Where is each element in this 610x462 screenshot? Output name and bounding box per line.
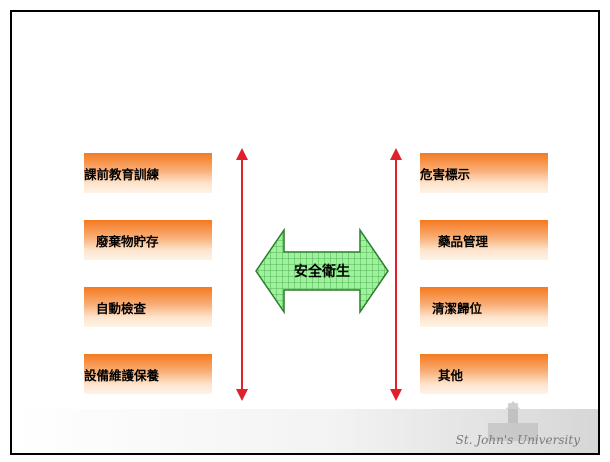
right-item-label: 清潔歸位 bbox=[432, 300, 483, 316]
left-item-box: 課前教育訓練 bbox=[84, 153, 212, 193]
left-item-box: 自動檢查 bbox=[84, 287, 212, 327]
right-item-label: 其他 bbox=[438, 367, 464, 383]
diagram-canvas: 安全衛生 bbox=[236, 148, 402, 401]
right-item-box: 清潔歸位 bbox=[420, 287, 548, 327]
center-label: 安全衛生 bbox=[294, 263, 350, 280]
center-double-arrow bbox=[255, 227, 389, 315]
left-item-label: 課前教育訓練 bbox=[84, 166, 160, 182]
footer-strip bbox=[12, 409, 598, 453]
right-item-label: 危害標示 bbox=[420, 166, 471, 182]
left-item-label: 廢棄物貯存 bbox=[96, 233, 159, 249]
footer-brand: St. John's University bbox=[455, 433, 580, 447]
right-item-box: 其他 bbox=[420, 354, 548, 394]
slide: 安全衛生 課前教育訓練 廢棄物貯存 自動檢查 設備維護保養 危害標示 藥品管理 … bbox=[10, 10, 600, 455]
campus-tower-icon bbox=[488, 401, 538, 441]
left-item-box: 設備維護保養 bbox=[84, 354, 212, 394]
right-item-label: 藥品管理 bbox=[438, 233, 489, 249]
left-item-box: 廢棄物貯存 bbox=[84, 220, 212, 260]
right-item-box: 危害標示 bbox=[420, 153, 548, 193]
left-item-label: 自動檢查 bbox=[96, 300, 147, 316]
left-item-label: 設備維護保養 bbox=[84, 367, 160, 383]
right-item-box: 藥品管理 bbox=[420, 220, 548, 260]
